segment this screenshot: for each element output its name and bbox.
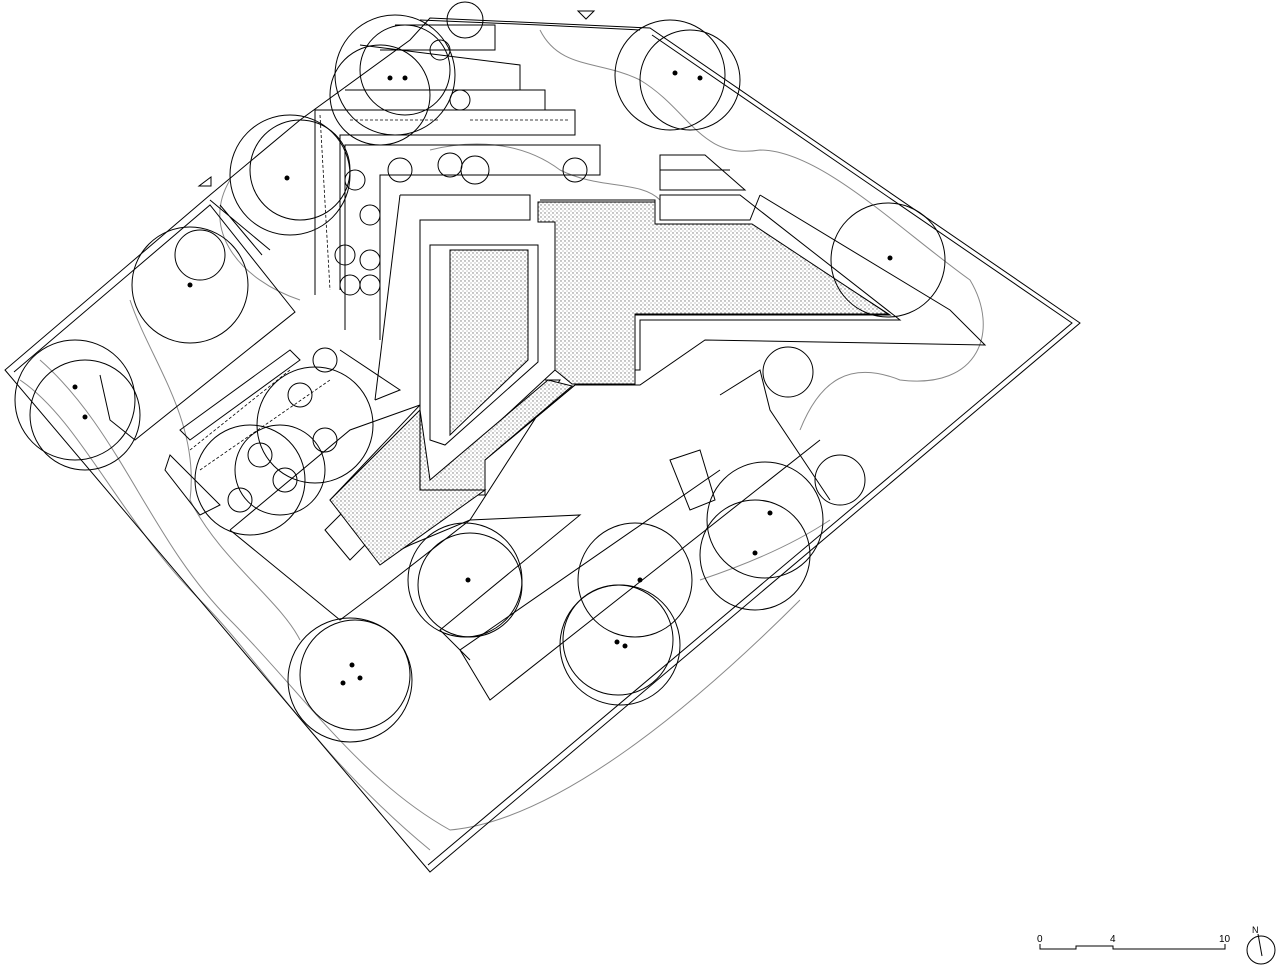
trees bbox=[14, 1, 946, 743]
scale-bar bbox=[1039, 944, 1226, 950]
entry-marker-left bbox=[197, 176, 212, 187]
north-arrow-icon bbox=[1246, 933, 1276, 965]
scale-label-0: 0 bbox=[1037, 934, 1043, 945]
scale-label-4: 4 bbox=[1110, 934, 1116, 945]
north-label: N bbox=[1252, 925, 1259, 935]
dashed-lines bbox=[189, 114, 570, 471]
small-shrubs bbox=[227, 39, 588, 513]
site-boundary bbox=[4, 17, 1081, 873]
gravel-areas bbox=[329, 199, 892, 566]
entry-marker-top bbox=[576, 10, 596, 20]
scale-label-10: 10 bbox=[1219, 934, 1231, 945]
